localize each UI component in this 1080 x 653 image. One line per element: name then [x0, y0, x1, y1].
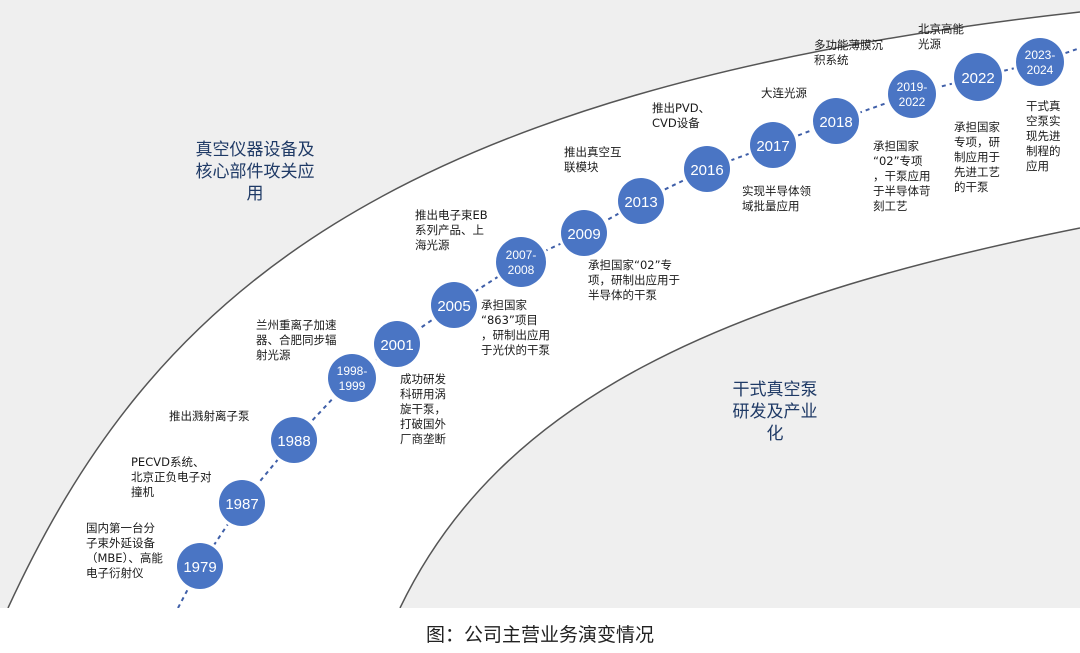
milestone-year: 2022 — [961, 70, 994, 87]
milestone-year: 2023-2024 — [1025, 48, 1056, 77]
curved-band — [8, 12, 1080, 608]
timeline-diagram: 1979 1987 1988 1998-1999 2001 2005 2007-2008 20… — [0, 0, 1080, 609]
band-edge-lower — [399, 227, 1080, 609]
region-title-lower: 干式真空泵 研发及产业 化 — [732, 380, 818, 444]
milestone-year: 2017 — [756, 138, 789, 155]
milestone-node-2023-2024: 2023-2024 — [1013, 35, 1067, 89]
label-thin-film-system: 多功能薄膜沉 积系统 — [814, 38, 883, 67]
milestone-node-2022: 2022 — [951, 50, 1005, 104]
milestone-node-2009: 2009 — [558, 207, 610, 259]
milestone-node-1987: 1987 — [216, 477, 268, 529]
milestone-year: 2016 — [690, 162, 723, 179]
milestone-label-2009: 承担国家“02”专 项，研制出应用于 半导体的干泵 — [588, 258, 680, 302]
milestone-label-2007-2008: 推出电子束EB 系列产品、上 海光源 — [415, 208, 488, 252]
milestone-year: 1987 — [225, 496, 258, 513]
region-title-upper: 真空仪器设备及 核心部件攻关应 用 — [195, 140, 315, 204]
milestone-node-2018: 2018 — [810, 95, 862, 147]
milestone-node-2007-2008: 2007-2008 — [493, 234, 549, 290]
milestone-year: 1979 — [183, 559, 216, 576]
band-edge-upper — [7, 11, 1080, 609]
milestone-label-2018: 大连光源 — [761, 86, 807, 100]
milestone-year: 1998-1999 — [337, 364, 368, 393]
milestone-circle — [328, 354, 376, 402]
milestone-circle — [561, 210, 607, 256]
milestone-circle — [177, 543, 223, 589]
milestone-year: 2001 — [380, 337, 413, 354]
milestone-label-2013: 推出真空互 联模块 — [564, 145, 622, 174]
milestone-year: 1988 — [277, 433, 310, 450]
figure-caption: 图：公司主营业务演变情况 — [425, 624, 654, 646]
milestone-label-2016: 推出PVD、 CVD设备 — [652, 101, 711, 130]
milestone-circle — [888, 70, 936, 118]
milestone-circle — [219, 480, 265, 526]
milestone-circle — [618, 178, 664, 224]
milestone-label-2005: 承担国家 “863”项目 ，研制出应用 于光伏的干泵 — [481, 298, 550, 357]
milestone-circle — [431, 282, 477, 328]
milestone-circle — [271, 417, 317, 463]
milestone-node-2016: 2016 — [681, 143, 733, 195]
milestone-node-2019-2022: 2019-2022 — [885, 67, 939, 121]
milestone-circle — [750, 122, 796, 168]
milestone-year: 2009 — [567, 226, 600, 243]
timeline-canvas: 1979 1987 1988 1998-1999 2001 2005 2007-2008 20… — [0, 0, 1080, 609]
milestone-label-1998-1999: 兰州重离子加速 器、合肥同步辐 射光源 — [256, 318, 337, 362]
milestone-circle — [813, 98, 859, 144]
milestone-year: 2019-2022 — [897, 80, 928, 109]
milestone-node-1998-1999: 1998-1999 — [325, 351, 379, 405]
milestone-circle — [954, 53, 1002, 101]
milestone-circle — [374, 321, 420, 367]
milestone-year: 2005 — [437, 298, 470, 315]
milestone-node-1979: 1979 — [174, 540, 226, 592]
milestone-node-2013: 2013 — [615, 175, 667, 227]
timeline-path — [177, 47, 1080, 609]
milestone-circle — [684, 146, 730, 192]
milestone-circle — [1016, 38, 1064, 86]
milestone-year: 2013 — [624, 194, 657, 211]
milestone-label-2019-2022: 承担国家 “02”专项 ，干泵应用 于半导体苛 刻工艺 — [873, 139, 931, 213]
milestone-label-1979: 国内第一台分 子束外延设备 （MBE）、高能 电子衍射仪 — [86, 521, 163, 580]
milestone-circle — [496, 237, 546, 287]
milestone-node-2001: 2001 — [371, 318, 423, 370]
milestone-label-2023-2024: 干式真 空泵实 现先进 制程的 应用 — [1026, 99, 1061, 173]
milestone-label-2017: 实现半导体领 域批量应用 — [742, 184, 811, 213]
milestone-node-1988: 1988 — [268, 414, 320, 466]
milestone-nodes: 1979 1987 1988 1998-1999 2001 2005 2007-2008 20… — [174, 35, 1067, 592]
milestone-year: 2007-2008 — [506, 248, 537, 277]
milestone-label-2022: 承担国家 专项，研 制应用于 先进工艺 的干泵 — [954, 120, 1000, 194]
milestone-label-1988: 推出溅射离子泵 — [169, 409, 250, 423]
milestone-node-2005: 2005 — [428, 279, 480, 331]
label-beijing-light-source: 北京高能 光源 — [918, 22, 964, 51]
milestone-label-1987: PECVD系统、 北京正负电子对 撞机 — [131, 455, 212, 499]
milestone-node-2017: 2017 — [747, 119, 799, 171]
milestone-label-2001: 成功研发 科研用涡 旋干泵， 打破国外 厂商垄断 — [400, 372, 446, 446]
milestone-year: 2018 — [819, 114, 852, 131]
